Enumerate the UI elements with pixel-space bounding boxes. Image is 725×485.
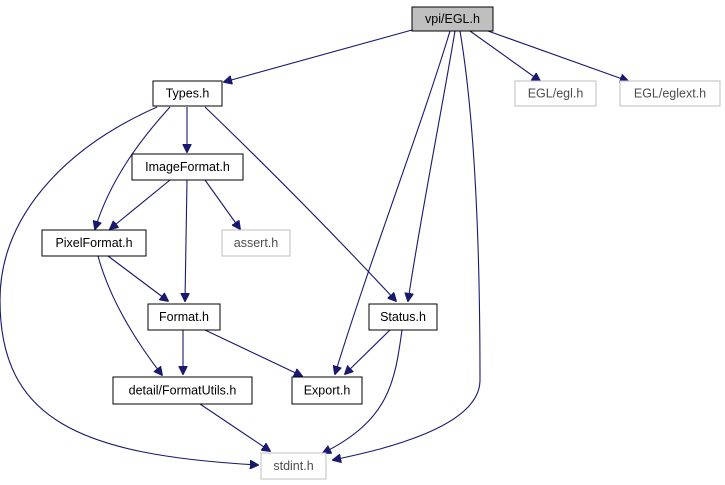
node-label: ImageFormat.h: [145, 160, 230, 174]
node-export[interactable]: Export.h: [291, 376, 363, 405]
node-formatutils[interactable]: detail/FormatUtils.h: [112, 376, 253, 405]
edge-status-to-export: [345, 329, 391, 374]
edge-imageformat-to-pixelformat: [110, 179, 171, 229]
edges: [0, 29, 628, 465]
node-format[interactable]: Format.h: [147, 303, 221, 331]
node-vpi-egl[interactable]: vpi/EGL.h: [411, 6, 494, 32]
node-stdint[interactable]: stdint.h: [260, 452, 327, 480]
node-pixelformat[interactable]: PixelFormat.h: [41, 229, 147, 257]
edge-pixelformat-to-format: [107, 255, 168, 301]
node-label: PixelFormat.h: [55, 236, 132, 250]
node-imageformat[interactable]: ImageFormat.h: [131, 153, 244, 181]
edge-egl-to-stdint: [333, 30, 481, 460]
node-label: Types.h: [166, 87, 210, 101]
node-label: EGL/egl.h: [528, 87, 584, 101]
edge-format-to-export: [204, 329, 302, 376]
edge-types-to-stdint: [0, 106, 258, 465]
node-assert[interactable]: assert.h: [221, 229, 291, 257]
edge-types-to-status: [204, 106, 396, 301]
edge-pixelformat-to-formatutils: [97, 255, 162, 375]
node-label: assert.h: [234, 236, 279, 250]
edge-status-to-stdint: [323, 329, 403, 453]
node-status[interactable]: Status.h: [368, 303, 438, 331]
node-egl-eglext[interactable]: EGL/eglext.h: [619, 80, 721, 107]
node-label: stdint.h: [273, 459, 313, 473]
node-types[interactable]: Types.h: [152, 80, 223, 107]
edge-egl-to-export: [335, 30, 451, 374]
node-label: detail/FormatUtils.h: [129, 384, 237, 398]
node-label: EGL/eglext.h: [634, 87, 706, 101]
node-label: Status.h: [380, 310, 426, 324]
edge-egl-to-egl-egl: [469, 30, 540, 81]
node-egl-egl[interactable]: EGL/egl.h: [514, 80, 597, 107]
edge-imageformat-to-assert: [204, 179, 240, 229]
node-label: Export.h: [304, 384, 351, 398]
edge-egl-to-eglext: [487, 30, 628, 81]
edge-formatutils-to-stdint: [199, 403, 270, 451]
edge-types-to-pixelformat: [95, 106, 171, 229]
node-label: Format.h: [159, 310, 209, 324]
edge-egl-to-status: [408, 30, 456, 301]
edge-imageformat-to-format: [185, 179, 187, 301]
edge-egl-to-types: [224, 29, 413, 82]
node-label: vpi/EGL.h: [425, 12, 480, 26]
